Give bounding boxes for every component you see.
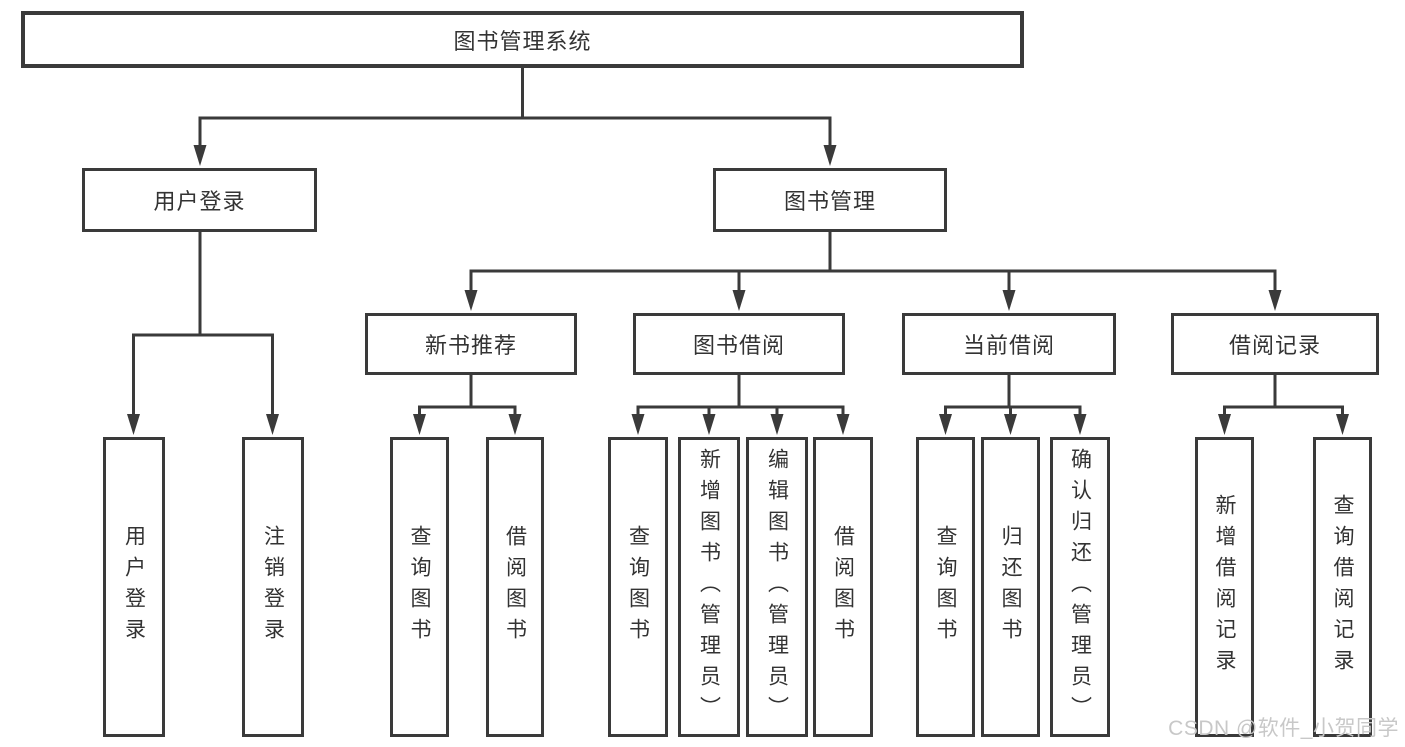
leaf-current-confirm-return-admin: 确认归还（管理员） — [1050, 437, 1110, 737]
leaf-records-add-record: 新增借阅记录 — [1195, 437, 1254, 737]
node-borrow-records: 借阅记录 — [1171, 313, 1379, 375]
leaf-logout: 注销登录 — [242, 437, 304, 737]
leaf-borrow-edit-books-admin: 编辑图书（管理员） — [746, 437, 808, 737]
node-book-borrow: 图书借阅 — [633, 313, 845, 375]
node-book-management: 图书管理 — [713, 168, 947, 232]
leaf-borrow-borrow-books: 借阅图书 — [813, 437, 873, 737]
node-user-login: 用户登录 — [82, 168, 317, 232]
leaf-records-query-record: 查询借阅记录 — [1313, 437, 1372, 737]
leaf-user-login: 用户登录 — [103, 437, 165, 737]
node-current-borrow: 当前借阅 — [902, 313, 1116, 375]
leaf-borrow-query-books: 查询图书 — [608, 437, 668, 737]
leaf-current-return-books: 归还图书 — [981, 437, 1040, 737]
leaf-newbook-query-books: 查询图书 — [390, 437, 449, 737]
leaf-newbook-borrow-books: 借阅图书 — [486, 437, 544, 737]
node-root-system: 图书管理系统 — [21, 11, 1024, 68]
leaf-borrow-add-books-admin: 新增图书（管理员） — [678, 437, 740, 737]
leaf-current-query-books: 查询图书 — [916, 437, 975, 737]
csdn-watermark: CSDN @软件_小贺同学 — [1168, 717, 1399, 740]
node-new-book-recommend: 新书推荐 — [365, 313, 577, 375]
